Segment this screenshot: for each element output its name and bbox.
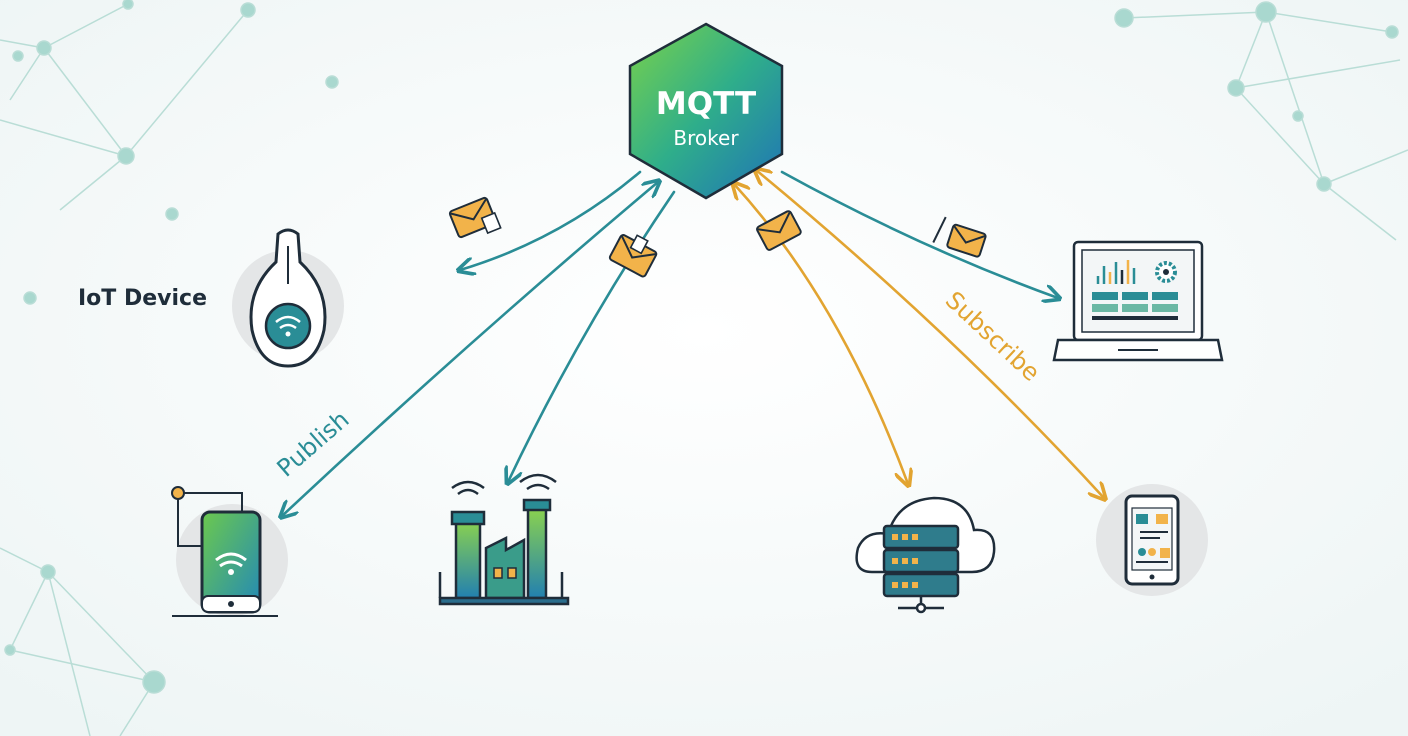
arrow-subscribe-mobile [756,170,1104,498]
iot-device-label: IoT Device [78,286,207,311]
factory-icon [438,473,570,606]
arrow-publish-smartphone [282,182,658,516]
dashboard-laptop-icon [1052,240,1224,362]
broker-subtitle: Broker [673,126,739,150]
envelope-icon [756,210,802,251]
arrow-broker-to-factory [508,190,676,482]
envelope-icon [448,196,502,239]
iot-sensor-icon [232,228,344,368]
wifi-smartphone-icon [171,486,288,617]
mqtt-broker-hexagon: MQTT Broker [628,22,784,200]
cloud-server-icon [855,496,996,614]
envelope-icon [932,216,987,258]
envelope-icon [608,234,658,278]
connection-arrows [282,170,1104,516]
broker-title: MQTT [656,86,756,122]
mobile-app-icon [1096,484,1208,596]
